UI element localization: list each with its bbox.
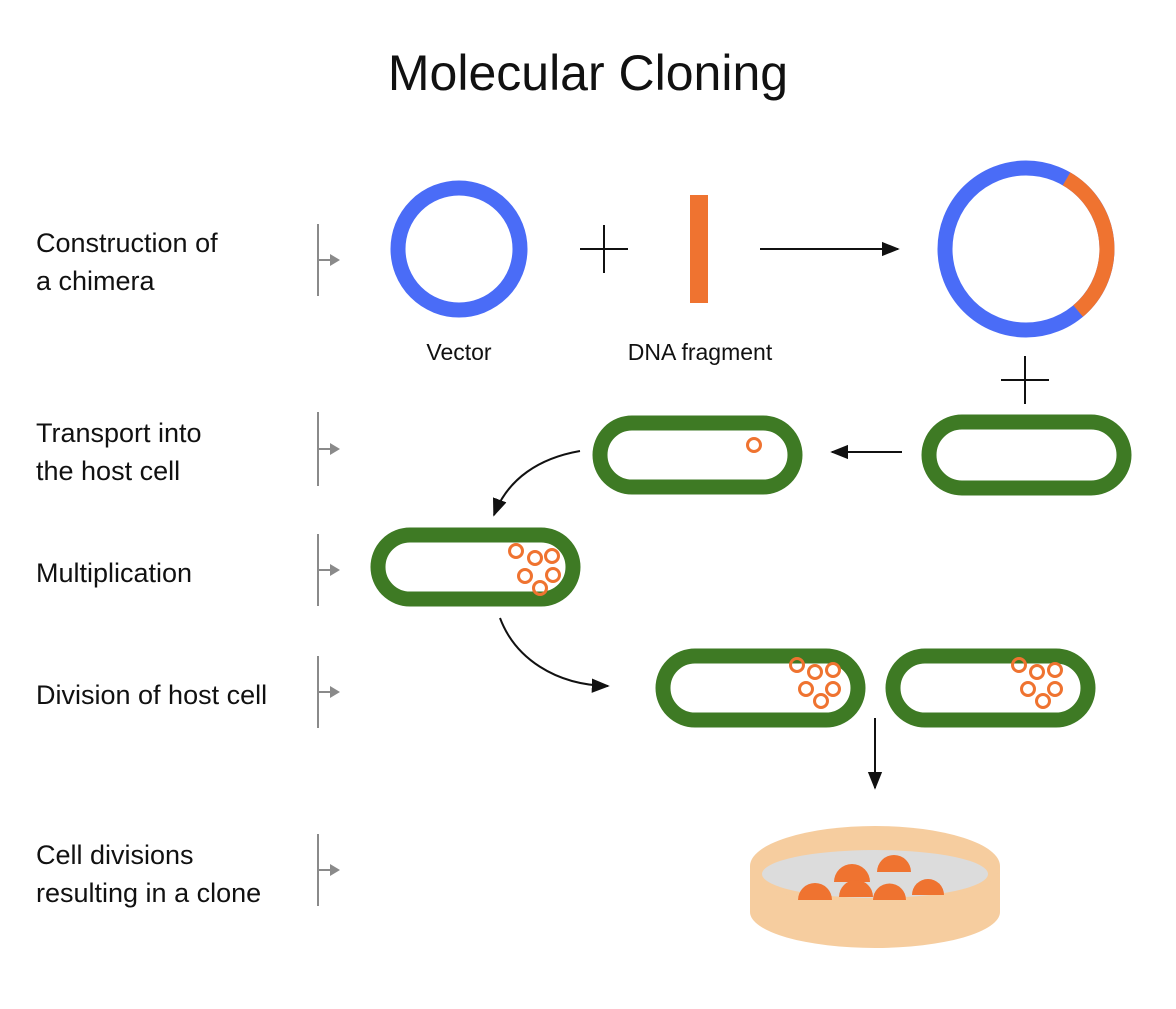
dna-fragment-label: DNA fragment	[628, 339, 773, 365]
host-cell-empty	[921, 414, 1132, 496]
plasmid-in-cell	[746, 437, 762, 453]
host-cell-multiplied	[370, 527, 581, 607]
step-bracket-multiplication	[317, 534, 340, 606]
step-label-clone: Cell divisions resulting in a clone	[36, 840, 261, 908]
page-title: Molecular Cloning	[388, 45, 788, 101]
daughter-cell-right	[885, 648, 1096, 728]
step-bracket-division	[317, 656, 340, 728]
petri-dish	[750, 826, 1000, 948]
step-bracket-construction	[317, 224, 340, 296]
step-label-division: Division of host cell	[36, 680, 267, 710]
step-label-construction: Construction of a chimera	[36, 228, 225, 296]
plasmid-cluster	[789, 657, 841, 709]
dna-fragment	[690, 195, 708, 303]
step-bracket-clone	[317, 834, 340, 906]
plasmid-cluster	[1011, 657, 1063, 709]
curved-arrow-to-multiplication	[493, 450, 581, 517]
recombinant-plasmid	[937, 160, 1115, 338]
plus-sign	[580, 225, 628, 273]
plus-sign	[1001, 356, 1049, 404]
colonies	[798, 855, 944, 900]
step-bracket-transport	[317, 412, 340, 486]
curved-arrow-to-division	[499, 617, 610, 693]
vector-label: Vector	[426, 339, 492, 365]
vector-plasmid	[390, 180, 528, 318]
host-cell-transformed	[592, 415, 803, 495]
step-label-multiplication: Multiplication	[36, 558, 192, 588]
step-label-transport: Transport into the host cell	[36, 418, 209, 486]
agar-surface	[762, 850, 988, 898]
daughter-cell-left	[655, 648, 866, 728]
plasmid-cluster	[508, 543, 561, 596]
